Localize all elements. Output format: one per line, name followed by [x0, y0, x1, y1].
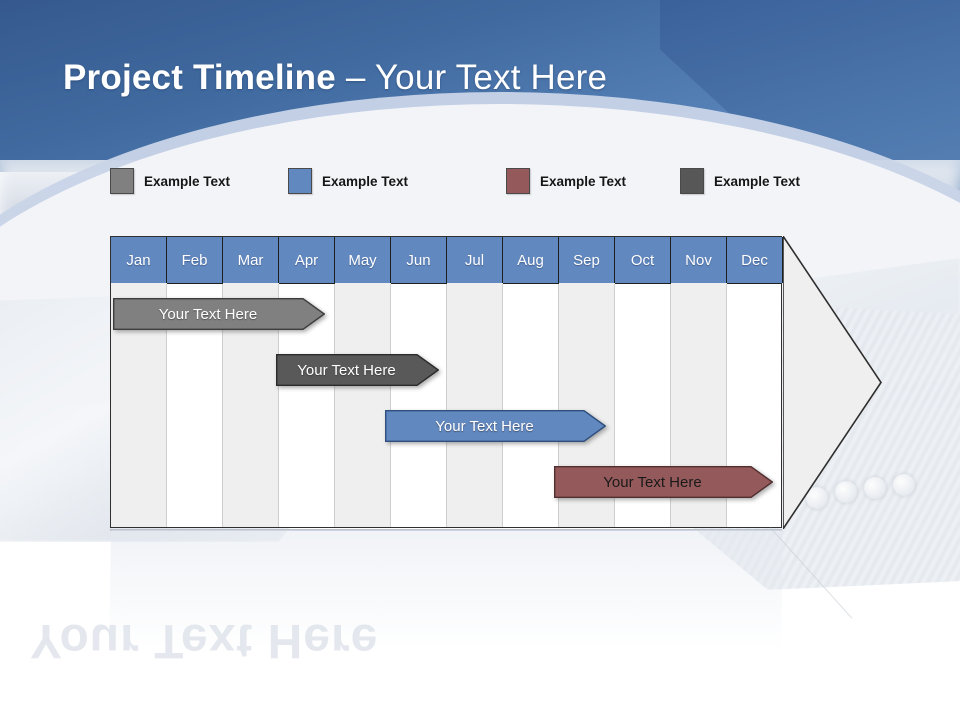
month-header-dec[interactable]: Dec: [727, 237, 783, 283]
column-divider: [390, 284, 391, 527]
legend-swatch-icon-3: [506, 168, 530, 194]
column-divider: [502, 284, 503, 527]
timeline-column-feb: Feb: [167, 237, 223, 527]
legend-swatch-icon-1: [110, 168, 134, 194]
month-header-nov[interactable]: Nov: [671, 237, 727, 283]
timeline-column-jan: Jan: [111, 237, 167, 527]
timeline-bar-4[interactable]: Your Text Here: [554, 466, 773, 498]
page-title-strong: Project Timeline: [63, 58, 336, 97]
legend-label-3: Example Text: [540, 173, 627, 189]
month-header-may[interactable]: May: [335, 237, 391, 283]
legend-item-4[interactable]: Example Text: [680, 168, 800, 194]
timeline-bar-outline-3: [385, 410, 606, 442]
legend-item-1[interactable]: Example Text: [110, 168, 230, 194]
shirt-button-1: [806, 487, 828, 509]
legend-label-2: Example Text: [322, 173, 409, 189]
month-header-jan[interactable]: Jan: [111, 237, 167, 283]
legend-item-3[interactable]: Example Text: [506, 168, 626, 194]
timeline-bar-label-1: Your Text Here: [158, 305, 258, 323]
header-underline: [111, 283, 781, 284]
column-divider: [222, 284, 223, 527]
timeline-bar-label-2: Your Text Here: [297, 361, 396, 379]
page-title-light: – Your Text Here: [335, 58, 608, 97]
month-header-apr[interactable]: Apr: [279, 237, 335, 283]
month-header-sep[interactable]: Sep: [559, 237, 615, 283]
month-header-jun[interactable]: Jun: [391, 237, 447, 283]
column-divider: [166, 284, 167, 527]
timeline-column-mar: Mar: [223, 237, 279, 527]
timeline-arrow-head: [783, 236, 882, 529]
reflection-ghost-text: Your Text Here: [30, 614, 379, 667]
timeline-bar-label-3: Your Text Here: [435, 417, 534, 435]
timeline-bar-3[interactable]: Your Text Here: [385, 410, 606, 442]
timeline-bar-shape-3: [385, 410, 606, 442]
shirt-button-4: [893, 474, 915, 496]
month-header-jul[interactable]: Jul: [447, 237, 503, 283]
timeline-bar-shape-2: [276, 354, 439, 386]
timeline-column-aug: Aug: [503, 237, 559, 527]
month-header-feb[interactable]: Feb: [167, 237, 223, 283]
month-header-oct[interactable]: Oct: [615, 237, 671, 283]
column-divider: [614, 284, 615, 527]
shirt-button-3: [864, 477, 886, 499]
page-title: Project Timeline – Your Text Here: [63, 58, 607, 98]
timeline-column-apr: Apr: [279, 237, 335, 527]
timeline-column-jul: Jul: [447, 237, 503, 527]
timeline-bar-outline-1: [113, 298, 325, 330]
legend: Example Text Example Text Example Text Exam…: [110, 168, 810, 198]
chart-reflection-edge: [110, 529, 782, 531]
shirt-button-2: [835, 481, 857, 503]
timeline-column-dec: Dec: [727, 237, 783, 527]
column-divider: [446, 284, 447, 527]
legend-item-2[interactable]: Example Text: [288, 168, 408, 194]
month-header-aug[interactable]: Aug: [503, 237, 559, 283]
column-divider: [670, 284, 671, 527]
timeline-bar-shape-4: [554, 466, 773, 498]
timeline-bar-outline-2: [276, 354, 439, 386]
legend-label-4: Example Text: [714, 173, 801, 189]
timeline-bar-label-4: Your Text Here: [603, 473, 702, 491]
timeline-bar-shape-1: [113, 298, 325, 330]
legend-label-1: Example Text: [144, 173, 231, 189]
legend-swatch-icon-2: [288, 168, 312, 194]
timeline-bar-2[interactable]: Your Text Here: [276, 354, 439, 386]
column-divider: [278, 284, 279, 527]
column-divider: [726, 284, 727, 527]
timeline-bar-1[interactable]: Your Text Here: [113, 298, 325, 330]
legend-swatch-icon-4: [680, 168, 704, 194]
column-divider: [334, 284, 335, 527]
timeline-column-oct: Oct: [615, 237, 671, 527]
timeline-bar-outline-4: [554, 466, 773, 498]
month-header-mar[interactable]: Mar: [223, 237, 279, 283]
timeline-column-jun: Jun: [391, 237, 447, 527]
column-divider: [558, 284, 559, 527]
